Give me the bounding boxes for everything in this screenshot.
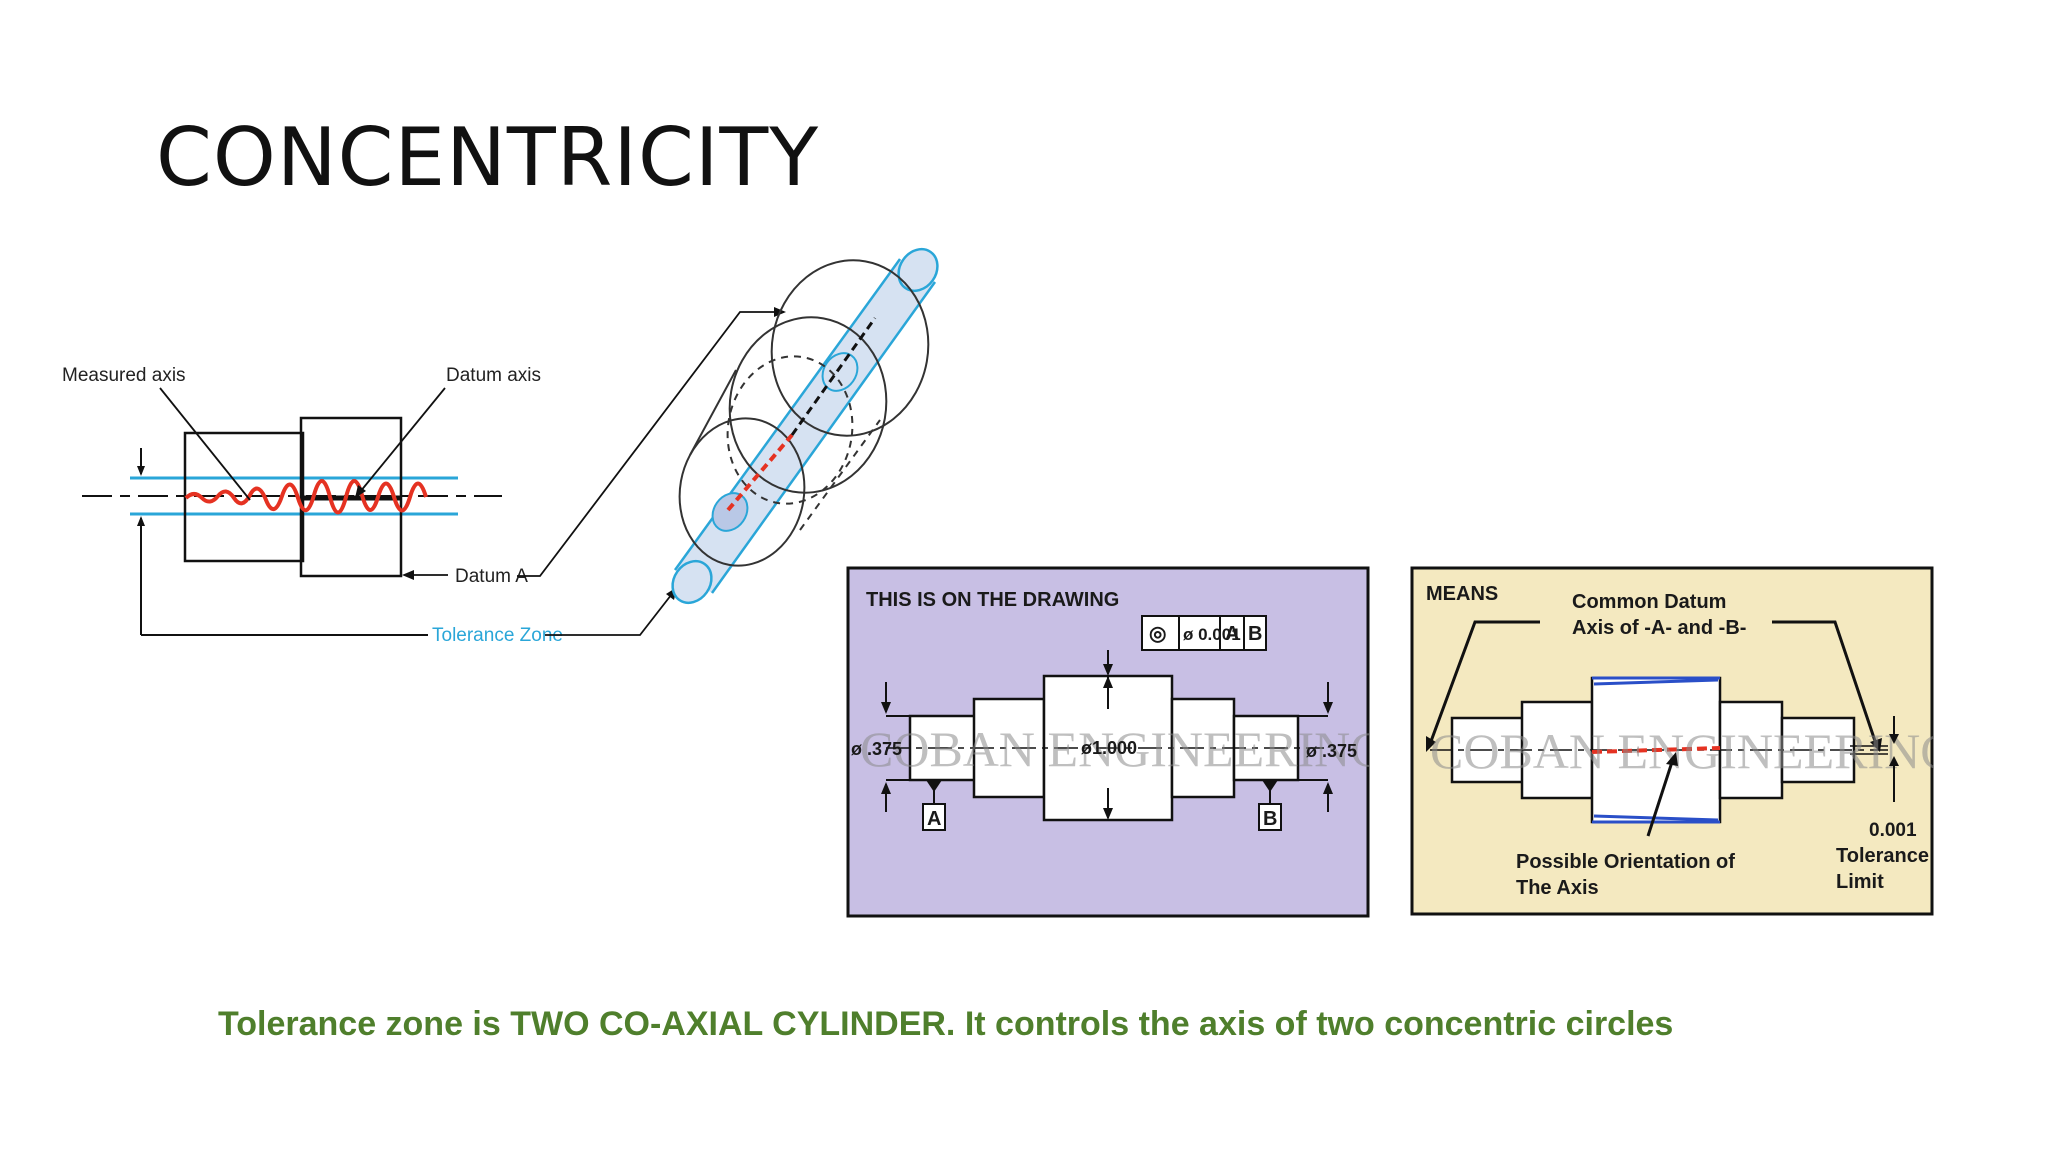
datum-ref-1: A	[1225, 623, 1239, 645]
common-datum-line1: Common Datum	[1572, 591, 1726, 613]
orientation-line1: Possible Orientation of	[1516, 851, 1735, 873]
means-panel: MEANS Common Datum Axis of -A- and -B- C…	[1410, 566, 1934, 916]
center-diameter-label: ø1.000	[1081, 738, 1137, 758]
means-watermark: COBAN ENGINEERING	[1430, 723, 1934, 779]
left-diameter-label: ø .375	[851, 739, 902, 759]
datum-axis-3d	[790, 317, 877, 436]
tolerance-zone-label: Tolerance Zone	[432, 625, 563, 646]
datum-tag-b: B	[1263, 808, 1277, 830]
means-heading: MEANS	[1426, 583, 1498, 605]
datum-a-label: Datum A	[455, 566, 528, 587]
tolerance-cylinder	[671, 247, 939, 605]
means-tolerance-edges	[1592, 676, 1720, 824]
slide-caption: Tolerance zone is TWO CO-AXIAL CYLINDER.…	[218, 1005, 1674, 1043]
concentricity-illustration: Measured axis Datum axis Datum A Toleran…	[62, 247, 939, 646]
drawing-watermark: COBAN ENGINEERING	[860, 721, 1370, 777]
possible-axis	[1591, 746, 1721, 754]
slide-title: CONCENTRICITY	[156, 111, 820, 204]
measured-axis-curve	[184, 479, 428, 515]
datum-ref-2: B	[1248, 623, 1262, 645]
tol-line1: Tolerance	[1836, 845, 1929, 867]
measured-axis-3d	[726, 433, 794, 512]
concentricity-symbol: ◎	[1149, 623, 1166, 645]
drawing-panel-heading: THIS IS ON THE DRAWING	[866, 589, 1119, 611]
measured-axis-label: Measured axis	[62, 365, 186, 386]
common-datum-line2: Axis of -A- and -B-	[1572, 617, 1746, 639]
tolerance-value: ø 0.001	[1183, 625, 1241, 644]
feature-control-frame: ◎ ø 0.001 A B	[1141, 615, 1267, 651]
datum-tag-a: A	[927, 808, 941, 830]
right-diameter-label: ø .375	[1306, 741, 1357, 761]
orientation-line2: The Axis	[1516, 877, 1599, 899]
tol-line2: Limit	[1836, 871, 1884, 893]
tol-value: 0.001	[1869, 820, 1917, 841]
part-cylinders	[678, 259, 930, 567]
datum-axis-label: Datum axis	[446, 365, 541, 386]
drawing-panel: THIS IS ON THE DRAWING ◎ ø 0.001 A B COB…	[846, 566, 1370, 918]
